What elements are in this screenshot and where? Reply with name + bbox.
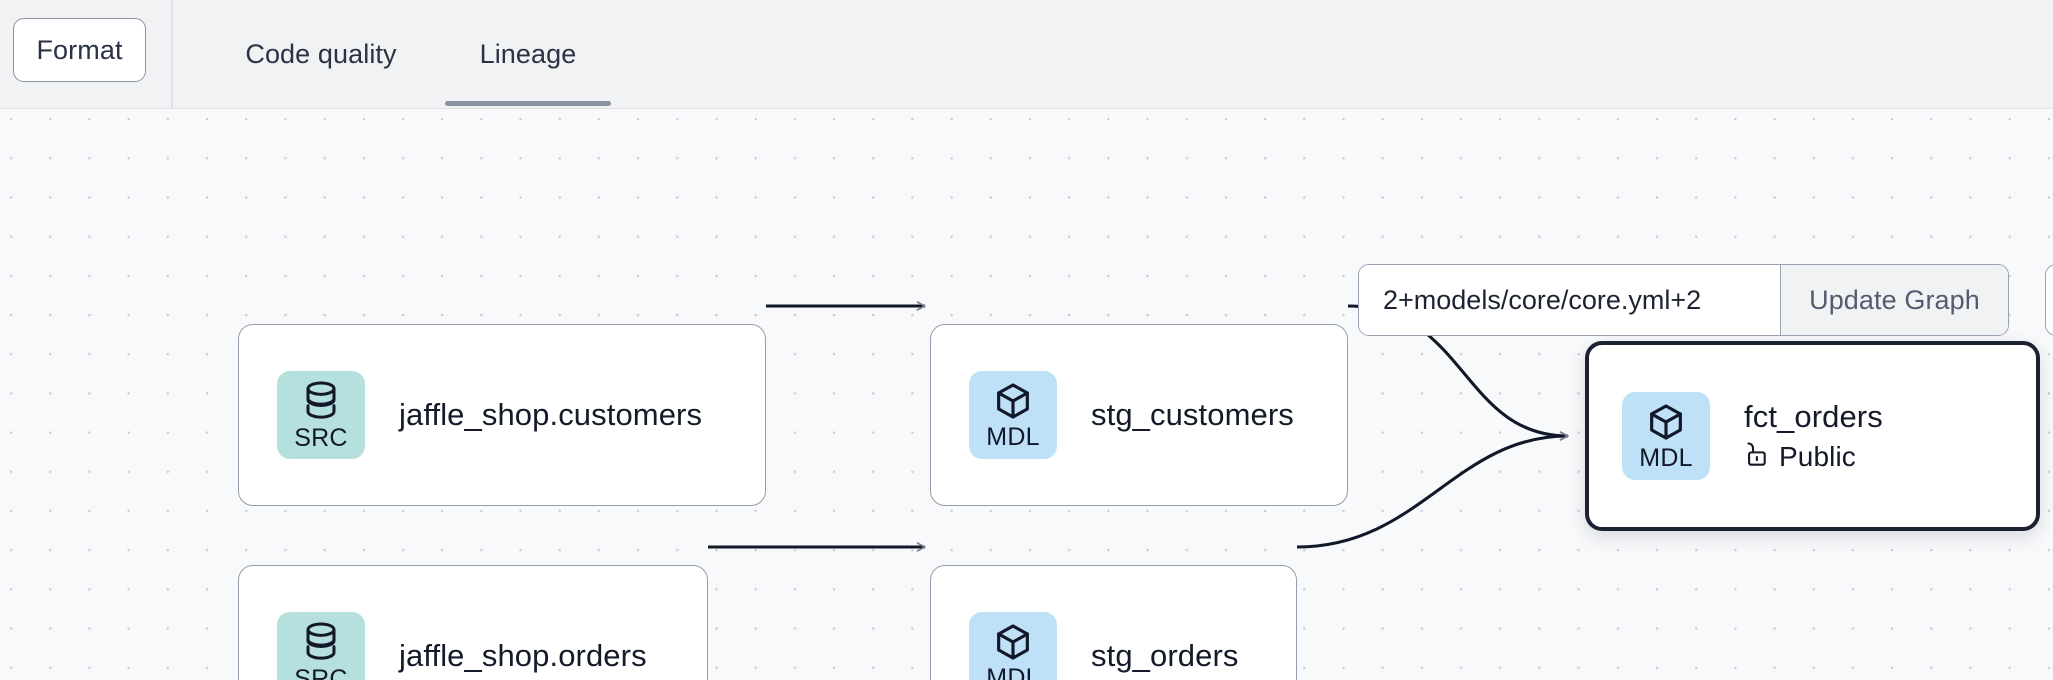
node-text-block: jaffle_shop.customers bbox=[399, 397, 702, 433]
cube-icon bbox=[1646, 402, 1686, 442]
tab-lineage[interactable]: Lineage bbox=[445, 0, 611, 109]
format-button-label: Format bbox=[36, 34, 123, 65]
lineage-node-fct-orders[interactable]: MDL fct_orders Public bbox=[1585, 341, 2040, 531]
database-icon bbox=[302, 621, 340, 663]
node-title: jaffle_shop.customers bbox=[399, 397, 703, 433]
database-icon bbox=[302, 380, 340, 422]
node-title: stg_customers bbox=[1091, 397, 1294, 433]
cube-icon bbox=[993, 381, 1033, 421]
node-title: jaffle_shop.orders bbox=[399, 638, 647, 674]
tab-code-quality[interactable]: Code quality bbox=[238, 0, 404, 109]
lineage-node-stg-orders[interactable]: MDL stg_orders bbox=[930, 565, 1297, 680]
lineage-node-jaffle-shop-customers[interactable]: SRC jaffle_shop.customers bbox=[238, 324, 766, 506]
node-title: stg_orders bbox=[1091, 638, 1239, 674]
lineage-canvas[interactable]: SRC jaffle_shop.customers MDL stg_custo bbox=[0, 109, 2053, 680]
node-text-block: stg_customers bbox=[1091, 397, 1294, 433]
node-access-badge: Public bbox=[1744, 440, 1883, 473]
node-text-block: jaffle_shop.orders bbox=[399, 638, 647, 674]
lineage-node-stg-customers[interactable]: MDL stg_customers bbox=[930, 324, 1348, 506]
node-text-block: fct_orders Public bbox=[1744, 399, 1883, 474]
node-kind-badge-mdl: MDL bbox=[1622, 392, 1710, 480]
node-kind-badge-mdl: MDL bbox=[969, 612, 1057, 680]
editor-toolbar: Format Code quality Lineage bbox=[0, 0, 2053, 109]
graph-controls: Update Graph bbox=[1358, 264, 2009, 336]
node-kind-label: MDL bbox=[1639, 443, 1693, 472]
unlock-icon bbox=[1744, 440, 1770, 473]
node-kind-badge-mdl: MDL bbox=[969, 371, 1057, 459]
update-graph-button[interactable]: Update Graph bbox=[1780, 265, 2008, 335]
node-kind-label: MDL bbox=[986, 422, 1040, 451]
node-title: fct_orders bbox=[1744, 398, 1883, 434]
lineage-node-jaffle-shop-orders[interactable]: SRC jaffle_shop.orders bbox=[238, 565, 708, 680]
node-access-label: Public bbox=[1779, 440, 1856, 472]
node-kind-label: SRC bbox=[294, 664, 348, 680]
update-graph-button-label: Update Graph bbox=[1809, 284, 1980, 315]
node-kind-badge-src: SRC bbox=[277, 371, 365, 459]
node-kind-badge-src: SRC bbox=[277, 612, 365, 680]
cube-icon bbox=[993, 622, 1033, 662]
graph-side-control[interactable] bbox=[2045, 264, 2053, 336]
node-text-block: stg_orders bbox=[1091, 638, 1238, 674]
tab-lineage-active-indicator bbox=[445, 101, 611, 106]
format-button[interactable]: Format bbox=[13, 18, 146, 82]
node-kind-label: MDL bbox=[986, 663, 1040, 680]
toolbar-divider bbox=[171, 0, 173, 109]
graph-selector-input[interactable] bbox=[1359, 265, 1780, 335]
tab-lineage-label: Lineage bbox=[479, 39, 577, 69]
tab-code-quality-label: Code quality bbox=[245, 39, 397, 69]
node-kind-label: SRC bbox=[294, 423, 348, 452]
